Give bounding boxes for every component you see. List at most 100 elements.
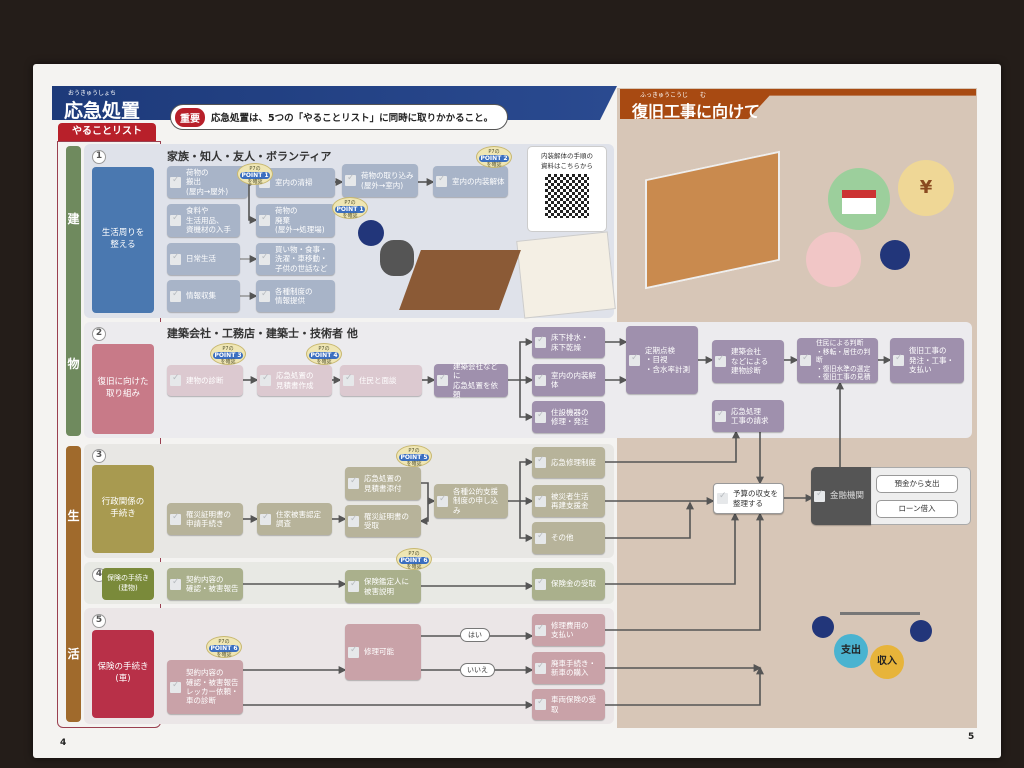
checkbox[interactable] bbox=[260, 373, 271, 386]
checkbox[interactable] bbox=[437, 494, 448, 507]
checkbox[interactable] bbox=[535, 531, 546, 544]
task-label: 罹災証明書の 受取 bbox=[364, 511, 409, 530]
checkbox[interactable] bbox=[170, 289, 181, 302]
point-prefix: P7の bbox=[408, 551, 420, 557]
task-node: 住家被害認定 調査 bbox=[257, 503, 332, 535]
option-savings[interactable]: 預金から支出 bbox=[876, 475, 958, 493]
task-label: 住民と面談 bbox=[359, 375, 397, 385]
checkbox[interactable] bbox=[893, 353, 904, 366]
checkbox[interactable] bbox=[535, 577, 546, 590]
checkbox[interactable] bbox=[260, 512, 271, 525]
house-icon-circle bbox=[828, 168, 890, 230]
checkbox[interactable] bbox=[348, 514, 359, 527]
checkbox[interactable] bbox=[348, 645, 359, 658]
checkbox[interactable] bbox=[343, 373, 354, 386]
checkbox[interactable] bbox=[170, 252, 181, 265]
task-node: 荷物の 搬出 (屋内→屋外) bbox=[167, 166, 248, 198]
income-circle: 収入 bbox=[870, 645, 904, 679]
task-node: 保険金の受取 bbox=[532, 568, 605, 600]
checkbox[interactable] bbox=[715, 409, 726, 422]
house-icon bbox=[842, 190, 876, 214]
checkbox[interactable] bbox=[715, 354, 726, 367]
task-node: 建築会社などに 応急処置を依頼 bbox=[434, 361, 508, 399]
page-title: 応急処置 bbox=[64, 100, 141, 122]
section-number: 2 bbox=[92, 327, 106, 341]
section-number: 3 bbox=[92, 449, 106, 463]
checkbox[interactable] bbox=[437, 373, 448, 386]
checkbox[interactable] bbox=[535, 455, 546, 468]
life-char-1: 生 bbox=[67, 508, 80, 523]
life-bar: 生活 bbox=[66, 446, 81, 722]
checkbox[interactable] bbox=[259, 252, 270, 265]
checkbox[interactable] bbox=[170, 373, 181, 386]
task-label: 室内の内装解体 bbox=[551, 370, 596, 389]
point-word: POINT bbox=[310, 352, 332, 359]
checkbox[interactable] bbox=[345, 173, 356, 186]
task-label: 室内の清掃 bbox=[275, 177, 313, 187]
checkbox[interactable] bbox=[535, 373, 546, 386]
checkbox[interactable] bbox=[170, 213, 181, 226]
task-node: その他 bbox=[532, 522, 605, 554]
checkbox[interactable] bbox=[535, 661, 546, 674]
task-label: 修理可能 bbox=[364, 647, 394, 657]
option-loan[interactable]: ローン借入 bbox=[876, 500, 958, 518]
checkbox[interactable] bbox=[170, 512, 181, 525]
task-label: 各種公的支援 制度の申し込み bbox=[453, 486, 498, 515]
task-label: 罹災証明書の 申請手続き bbox=[186, 509, 231, 528]
checkbox[interactable] bbox=[348, 476, 359, 489]
task-node: 保険鑑定人に 被害説明 bbox=[345, 570, 421, 603]
checkbox[interactable] bbox=[535, 335, 546, 348]
task-node: 各種制度の 情報提供 bbox=[256, 280, 335, 312]
point-suffix: を確認 bbox=[247, 179, 263, 185]
task-label: 修理費用の 支払い bbox=[551, 620, 589, 639]
section-number: 5 bbox=[92, 614, 106, 628]
checkbox[interactable] bbox=[535, 697, 546, 710]
checkbox[interactable] bbox=[348, 579, 359, 592]
person-illustration bbox=[910, 620, 932, 642]
right-title-ruby: ふっきゅうこうじ む bbox=[640, 92, 707, 99]
checkbox[interactable] bbox=[259, 213, 270, 226]
task-label: 各種制度の 情報提供 bbox=[275, 286, 313, 305]
task-label: 建築会社などに 応急処置を依頼 bbox=[453, 361, 498, 399]
checkbox[interactable] bbox=[800, 353, 811, 366]
task-label: 住民による判断 ・移転・居住の判断 ・復旧水準の選定 ・復旧工事の見積 bbox=[816, 339, 871, 382]
task-node: 罹災証明書の 申請手続き bbox=[167, 503, 243, 535]
task-node: 応急修理制度 bbox=[532, 447, 605, 478]
point-suffix: を確認 bbox=[216, 652, 232, 658]
task-label: 室内の内装解体 bbox=[452, 176, 505, 186]
checkbox[interactable] bbox=[717, 491, 728, 504]
checkbox[interactable] bbox=[170, 680, 181, 693]
checkbox[interactable] bbox=[629, 353, 640, 366]
point-prefix: P7の bbox=[318, 346, 330, 352]
task-label: 日常生活 bbox=[186, 254, 216, 264]
task-label: 応急処置の 見積書作成 bbox=[276, 371, 314, 390]
checkbox[interactable] bbox=[814, 489, 825, 502]
qr-code[interactable] bbox=[545, 174, 589, 218]
life-char-2: 活 bbox=[67, 646, 80, 661]
checkbox[interactable] bbox=[535, 623, 546, 636]
balance-scale-icon bbox=[840, 575, 920, 615]
task-node: 廃車手続き・ 新車の購入 bbox=[532, 652, 605, 684]
task-node: 室内の内装解体 bbox=[532, 364, 605, 396]
task-node: 応急処置の 見積書添付 bbox=[345, 467, 421, 500]
building-char-1: 建 bbox=[67, 212, 80, 226]
checkbox[interactable] bbox=[436, 174, 447, 187]
checkbox[interactable] bbox=[259, 289, 270, 302]
checkbox[interactable] bbox=[535, 410, 546, 423]
task-node: 室内の内装解体 bbox=[433, 166, 508, 197]
point-suffix: を確認 bbox=[316, 359, 332, 365]
checkbox[interactable] bbox=[535, 494, 546, 507]
checkbox[interactable] bbox=[170, 577, 181, 590]
task-node: 食料や 生活用品、 資機材の入手 bbox=[167, 204, 240, 237]
checkbox[interactable] bbox=[170, 175, 181, 188]
task-node: 車両保険の受取 bbox=[532, 689, 605, 720]
point-suffix: を確認 bbox=[220, 359, 236, 365]
